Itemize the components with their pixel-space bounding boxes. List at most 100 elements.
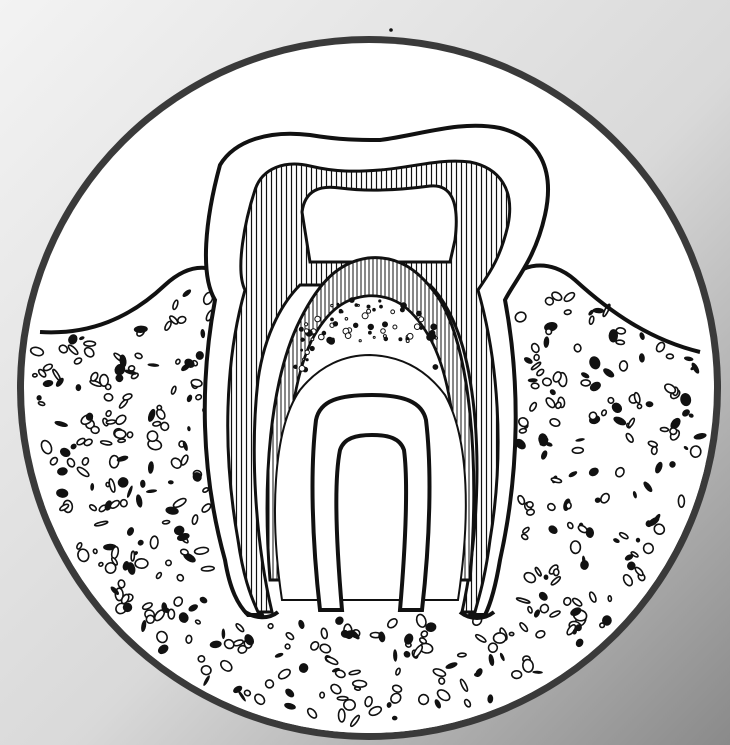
bone-particle: [201, 566, 214, 571]
bone-particle: [337, 697, 348, 701]
bone-particle: [509, 632, 513, 635]
bone-particle: [120, 499, 127, 507]
bone-particle: [150, 536, 159, 549]
stipple-dot: [305, 323, 308, 326]
bone-particle: [600, 623, 605, 628]
stipple-dot: [362, 313, 368, 319]
stipple-dot: [373, 336, 375, 338]
bone-particle: [666, 354, 673, 359]
stipple-dot: [332, 338, 334, 340]
bone-particle: [690, 445, 701, 457]
stipple-dot: [315, 316, 321, 322]
bone-particle: [566, 502, 572, 509]
bone-particle: [526, 509, 535, 516]
stipple-dot: [414, 324, 420, 330]
stipple-dot: [367, 305, 370, 308]
bone-particle: [118, 579, 126, 588]
bone-particle: [608, 596, 612, 602]
bone-particle: [157, 405, 163, 410]
bone-particle: [106, 482, 110, 487]
stipple-dot: [350, 298, 355, 303]
bone-particle: [114, 430, 126, 439]
bone-particle: [165, 560, 171, 566]
stipple-dot: [299, 366, 305, 372]
bone-particle: [670, 428, 677, 435]
bone-particle: [343, 699, 355, 711]
bone-particle: [678, 495, 684, 507]
stipple-dot: [373, 308, 376, 311]
bone-particle: [616, 327, 626, 334]
bone-particle: [651, 446, 657, 454]
bone-particle: [546, 329, 552, 335]
stipple-dot: [331, 318, 334, 321]
stipple-dot: [310, 346, 314, 350]
bone-particle: [135, 559, 148, 569]
bone-particle: [581, 380, 590, 386]
stipple-dot: [430, 333, 436, 339]
bone-particle: [534, 354, 540, 360]
bone-particle: [488, 643, 498, 653]
bone-particle: [418, 694, 429, 705]
bone-particle: [493, 633, 506, 644]
stipple-dot: [354, 323, 358, 327]
dental-papilla: [275, 355, 466, 600]
bone-particle: [186, 635, 192, 643]
stipple-dot: [383, 322, 388, 327]
bone-particle: [542, 378, 552, 387]
bone-particle: [574, 344, 582, 353]
bone-particle: [519, 428, 527, 433]
bone-particle: [131, 551, 135, 561]
stipple-dot: [339, 309, 342, 312]
stipple-dot: [299, 327, 303, 331]
stipple-dot: [384, 337, 388, 341]
bone-particle: [526, 501, 534, 508]
stipple-dot: [337, 303, 339, 305]
stipple-dot: [406, 340, 409, 343]
stipple-dot: [400, 308, 404, 312]
stipple-dot: [359, 340, 361, 342]
bone-particle: [354, 686, 360, 690]
pulp-chamber-top: [302, 186, 456, 262]
bone-particle: [570, 541, 580, 554]
stipple-dot: [420, 326, 423, 329]
bone-particle: [572, 447, 583, 453]
bone-particle: [152, 421, 160, 427]
bone-particle: [320, 692, 324, 698]
bone-particle: [458, 653, 467, 657]
stipple-dot: [303, 358, 305, 360]
bone-particle: [118, 439, 126, 443]
bone-particle: [91, 426, 100, 434]
stipple-dot: [305, 350, 309, 354]
stipple-dot: [391, 310, 395, 314]
stipple-dot: [380, 305, 383, 308]
bone-particle: [438, 677, 445, 685]
bone-particle: [33, 374, 38, 377]
stipple-dot: [381, 329, 386, 334]
bone-particle: [162, 520, 170, 524]
bone-particle: [531, 383, 539, 389]
stipple-dot: [369, 331, 372, 334]
bone-particle: [553, 569, 559, 576]
stipple-dot: [322, 331, 326, 335]
stipple-dot: [367, 309, 371, 313]
stipple-dot: [301, 349, 303, 351]
bone-particle: [338, 709, 345, 722]
stipple-dot: [417, 311, 422, 316]
stipple-dot: [431, 324, 437, 330]
stipple-dot: [393, 325, 397, 329]
stipple-dot: [333, 322, 337, 326]
stipple-dot: [355, 304, 358, 307]
ink-speck: [389, 28, 393, 32]
bone-particle: [198, 656, 205, 662]
stipple-dot: [379, 300, 381, 302]
stipple-dot: [304, 329, 308, 333]
bone-particle: [168, 609, 175, 619]
stipple-dot: [433, 365, 438, 370]
stipple-dot: [301, 338, 304, 341]
stipple-dot: [311, 338, 314, 341]
bone-particle: [353, 680, 367, 687]
bone-particle: [619, 361, 627, 371]
bone-particle: [105, 384, 110, 389]
